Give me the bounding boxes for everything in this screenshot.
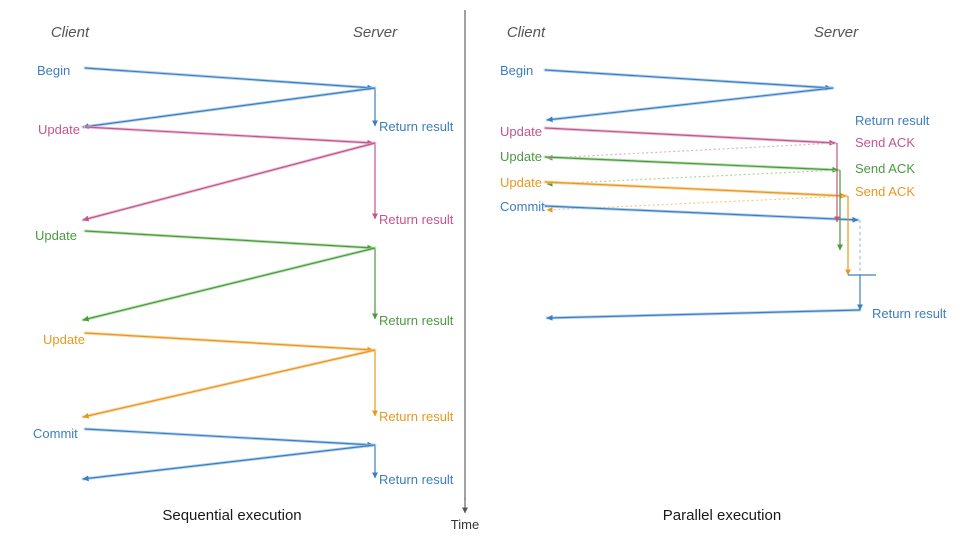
message-label: Update [43,332,85,347]
message-label: Begin [37,63,70,78]
message-label: Return result [379,313,454,328]
message-label: Update [38,122,80,137]
message-label: Return result [872,306,947,321]
message-label: Update [500,149,542,164]
message-label: Update [500,175,542,190]
message-label: Return result [379,119,454,134]
left-client-actor-label: Client [51,24,90,41]
message-label: Send ACK [855,184,915,199]
left-server-actor-label: Server [353,24,398,41]
message-label: Commit [33,426,78,441]
right-panel-caption: Parallel execution [663,507,781,524]
right-server-actor-label: Server [814,24,859,41]
message-label: Return result [855,113,930,128]
left-panel-caption: Sequential execution [162,507,301,524]
left-panel-arrows [81,66,378,482]
time-axis-label: Time [451,517,479,532]
message-label: Send ACK [855,161,915,176]
message-label: Begin [500,63,533,78]
message-label: Return result [379,212,454,227]
message-label: Update [35,228,77,243]
message-label: Commit [500,199,545,214]
message-label: Update [500,124,542,139]
right-client-actor-label: Client [507,24,546,41]
message-label: Send ACK [855,135,915,150]
message-label: Return result [379,409,454,424]
message-label: Return result [379,472,454,487]
right-panel-arrows [543,68,876,321]
